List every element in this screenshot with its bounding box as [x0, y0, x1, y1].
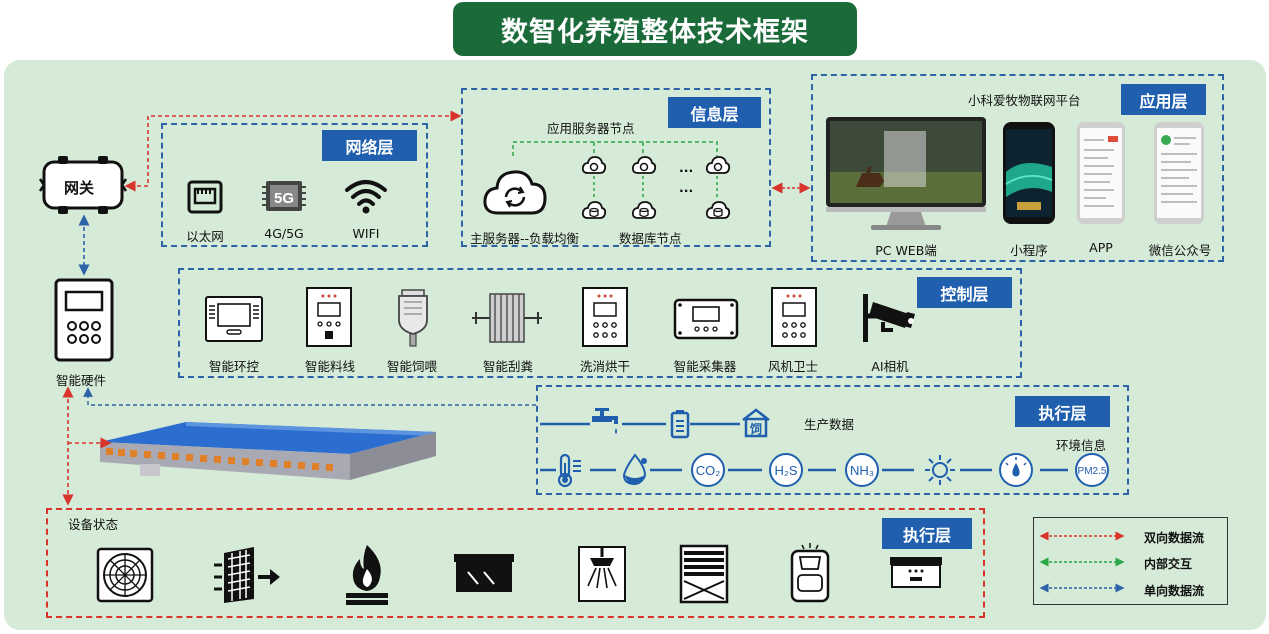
light-icon [921, 451, 959, 493]
db-node-icon-3 [705, 200, 731, 224]
control-label-6: 智能采集器 [673, 359, 737, 374]
fan-icon [96, 547, 154, 607]
main-server-label: 主服务器--负载均衡 [470, 231, 580, 246]
pc-web-label: PC WEB端 [875, 243, 937, 258]
legend-label-bidirectional: 双向数据流 [1144, 531, 1205, 545]
page-title: 数智化养殖整体技术框架 [453, 2, 857, 56]
5g-icon-text: 5G [274, 190, 294, 207]
app-node-icon-2 [631, 155, 657, 179]
info-layer-frame [461, 88, 771, 247]
smart-feed-line-icon [306, 287, 352, 351]
control-layer-frame [178, 268, 1022, 378]
control-label-5: 洗消烘干 [579, 359, 630, 374]
smart-collector-icon [673, 298, 739, 344]
smart-manure-scraper-icon [472, 292, 542, 348]
node-ellipsis-2: ... [679, 180, 694, 195]
wash-dry-icon [582, 287, 628, 351]
mini-program-phone-icon [1003, 122, 1055, 228]
mini-program-label: 小程序 [1010, 243, 1048, 258]
feeder-icon [890, 557, 942, 593]
control-label-7: 风机卫士 [767, 359, 818, 374]
app-phone-icon [1077, 122, 1125, 228]
platform-name: 小科爱牧物联网平台 [968, 93, 1081, 108]
feed-store-glyph: 饲 [749, 421, 762, 436]
wechat-label: 微信公众号 [1148, 243, 1212, 258]
heater-flame-icon [344, 543, 390, 609]
app-node-icon-1 [581, 155, 607, 179]
barn-building-icon [100, 410, 440, 486]
exec-layer-bottom-frame [46, 508, 985, 618]
info-layer-badge: 信息层 [668, 97, 761, 128]
environment-info-label: 环境信息 [1056, 438, 1107, 453]
control-label-4: 智能刮粪 [482, 359, 533, 374]
db-nodes-label: 数据库节点 [619, 231, 682, 246]
app-node-icon-3 [705, 155, 731, 179]
device-status-label: 设备状态 [68, 517, 119, 532]
water-tap-icon [590, 408, 624, 440]
legend-label-unidirectional: 单向数据流 [1144, 584, 1205, 598]
exec-layer-bottom-badge: 执行层 [882, 518, 972, 549]
pm25-icon: PM2.5 [1073, 451, 1111, 493]
thermometer-icon [556, 453, 584, 491]
co2-text: CO₂ [696, 463, 721, 478]
control-layer-badge: 控制层 [917, 277, 1012, 308]
ethernet-label: 以太网 [186, 229, 224, 244]
smart-hardware-icon [54, 278, 114, 366]
smart-feeder-icon [396, 286, 430, 352]
nh3-text: NH₃ [850, 463, 874, 478]
legend-label-internal: 内部交互 [1144, 557, 1193, 571]
nh3-icon: NH₃ [843, 451, 881, 493]
wechat-phone-icon [1154, 122, 1204, 228]
db-node-icon-2 [631, 200, 657, 224]
battery-icon [670, 410, 690, 442]
humidity-icon [620, 453, 650, 489]
production-data-label: 生产数据 [804, 417, 855, 432]
info-layer-links [512, 141, 718, 198]
gateway-label: 网关 [64, 179, 95, 197]
gateway-icon [38, 156, 128, 218]
app-layer-badge: 应用层 [1121, 84, 1206, 115]
app-layer-frame [811, 74, 1224, 262]
control-label-3: 智能饲喂 [386, 359, 437, 374]
feed-store-icon: 饲 [741, 408, 771, 442]
co2-icon: CO₂ [689, 451, 727, 493]
production-data-line [540, 422, 740, 426]
shutter-icon [679, 544, 729, 607]
app-label: APP [1089, 240, 1113, 255]
wifi-label: WIFI [352, 226, 380, 241]
control-label-2: 智能料线 [304, 359, 355, 374]
pressure-icon [997, 451, 1035, 493]
4g5g-label: 4G/5G [264, 226, 304, 241]
legend-lines [1039, 531, 1125, 593]
control-label-1: 智能环控 [208, 359, 259, 374]
smart-env-control-icon [205, 296, 263, 346]
app-server-nodes-label: 应用服务器节点 [547, 121, 635, 136]
main-server-cloud-icon [482, 165, 548, 221]
control-label-8: AI相机 [871, 359, 909, 374]
node-ellipsis-1: ... [679, 160, 694, 175]
wet-curtain-icon [214, 545, 280, 609]
db-node-icon-1 [581, 200, 607, 224]
exec-layer-top-badge: 执行层 [1015, 396, 1110, 427]
h2s-icon: H₂S [767, 451, 805, 493]
exec-layer-top-frame [536, 385, 1129, 495]
window-icon [454, 554, 514, 598]
light-trap-icon [790, 543, 830, 607]
pm25-text: PM2.5 [1078, 466, 1107, 477]
ai-camera-icon [861, 292, 917, 348]
h2s-text: H₂S [774, 463, 797, 478]
sprinkler-icon [578, 546, 626, 606]
fan-guard-icon [771, 287, 817, 351]
smart-hardware-label: 智能硬件 [56, 373, 107, 388]
environment-sensor-line [540, 468, 1068, 472]
monitor-icon [826, 117, 986, 236]
